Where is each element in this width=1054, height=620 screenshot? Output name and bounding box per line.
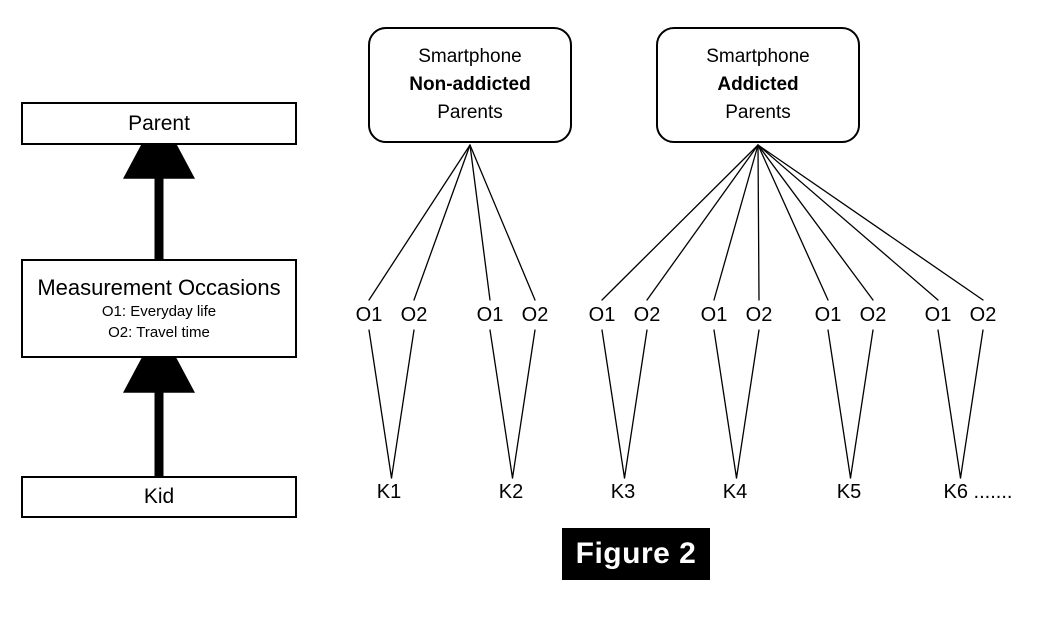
kid-label-k1: K1 (376, 481, 402, 503)
group-box-addicted-parents: Smartphone Addicted Parents (656, 27, 860, 143)
line-non-addicted-to-k1-o2 (413, 144, 471, 301)
line-addicted-to-k6-o2 (757, 144, 984, 301)
occasion-label-k1-o1: O1 (355, 304, 383, 326)
line-non-addicted-to-k1-o1 (368, 144, 471, 301)
legend-box-parent: Parent (21, 102, 297, 145)
occasion-label-k4-o2: O2 (745, 304, 773, 326)
group-nonaddicted-line3: Parents (437, 102, 503, 123)
legend-parent-label: Parent (128, 111, 190, 135)
line-addicted-to-k5-o2 (757, 144, 874, 301)
group-addicted-line1: Smartphone (706, 46, 810, 67)
occasion-label-k4-o1: O1 (700, 304, 728, 326)
line-k1-o1 (368, 329, 393, 479)
occasion-label-k6-o1: O1 (924, 304, 952, 326)
line-k6-o1 (937, 329, 962, 479)
legend-measurement-o2: O2: Travel time (108, 323, 210, 341)
group-nonaddicted-line1: Smartphone (418, 46, 522, 67)
line-addicted-to-k3-o1 (601, 144, 759, 301)
occasion-label-k5-o1: O1 (814, 304, 842, 326)
line-k4-o2 (735, 329, 760, 479)
group-nonaddicted-line2: Non-addicted (409, 74, 531, 95)
group-addicted-line2: Addicted (717, 74, 799, 95)
group-addicted-line3: Parents (725, 102, 791, 123)
kid-label-k2: K2 (498, 481, 524, 503)
occasion-label-k2-o2: O2 (521, 304, 549, 326)
group-to-occasion-lines (368, 144, 984, 301)
legend-measurement-o1: O1: Everyday life (101, 302, 217, 320)
legend-box-kid: Kid (21, 476, 297, 518)
line-k6-o2 (959, 329, 984, 479)
line-addicted-to-k6-o1 (757, 144, 939, 301)
occasion-to-kid-lines (368, 329, 984, 479)
line-non-addicted-to-k2-o1 (469, 144, 491, 301)
line-addicted-to-k4-o1 (713, 144, 759, 301)
line-k3-o2 (623, 329, 648, 479)
legend-kid-label: Kid (143, 485, 175, 508)
kid-label-k3: K3 (610, 481, 636, 503)
figure-caption-badge: Figure 2 (562, 528, 710, 580)
occasion-label-k3-o1: O1 (588, 304, 616, 326)
group-box-non-addicted-parents: Smartphone Non-addicted Parents (368, 27, 572, 143)
legend-measurement-title: Measurement Occasions (37, 274, 281, 300)
line-k1-o2 (390, 329, 415, 479)
kid-label-k6: K6 ....... (943, 481, 1013, 503)
line-k5-o2 (849, 329, 874, 479)
line-addicted-to-k4-o2 (757, 144, 760, 301)
line-k2-o2 (511, 329, 536, 479)
line-k2-o1 (489, 329, 514, 479)
occasion-label-k6-o2: O2 (969, 304, 997, 326)
occasion-label-k2-o1: O1 (476, 304, 504, 326)
line-k5-o1 (827, 329, 852, 479)
kid-label-k4: K4 (722, 481, 748, 503)
line-addicted-to-k3-o2 (646, 144, 759, 301)
legend-box-measurement-occasions: Measurement Occasions O1: Everyday life … (21, 259, 297, 358)
line-non-addicted-to-k2-o2 (469, 144, 536, 301)
kid-label-k5: K5 (836, 481, 862, 503)
line-addicted-to-k5-o1 (757, 144, 829, 301)
occasion-label-k1-o2: O2 (400, 304, 428, 326)
line-k3-o1 (601, 329, 626, 479)
occasion-label-k5-o2: O2 (859, 304, 887, 326)
occasion-label-k3-o2: O2 (633, 304, 661, 326)
line-k4-o1 (713, 329, 738, 479)
